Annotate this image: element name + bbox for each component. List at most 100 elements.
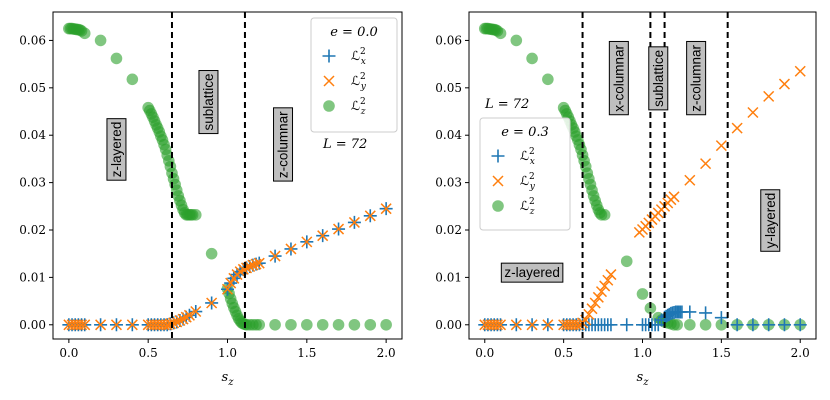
data-point [542, 319, 554, 331]
data-point [94, 34, 107, 47]
x-tick-label: 0.0 [475, 346, 494, 360]
y-tick-label: 0.01 [19, 270, 46, 284]
data-point [79, 319, 91, 331]
data-point [747, 106, 759, 119]
data-point [671, 318, 683, 331]
data-point [794, 65, 806, 77]
data-point [253, 318, 266, 331]
region-label: z-columnar [273, 107, 294, 182]
data-point [237, 263, 249, 275]
y-tick-label: 0.04 [19, 128, 46, 142]
data-point [715, 140, 727, 152]
data-point [205, 247, 218, 260]
y-tick-label: 0.03 [19, 176, 46, 190]
region-label-text: sublattice [201, 74, 216, 131]
x-tick-label: 1.0 [633, 346, 652, 360]
data-point [189, 209, 202, 221]
region-label-box [608, 40, 629, 116]
data-point [76, 319, 88, 331]
data-point [668, 191, 680, 203]
data-point [348, 216, 360, 228]
data-point [526, 319, 538, 331]
legend-marker [492, 200, 504, 212]
series-x [63, 203, 392, 331]
data-point [221, 283, 234, 295]
data-point [244, 260, 256, 273]
region-label-box [760, 189, 781, 252]
region-label-box [686, 40, 707, 116]
region-label-box [273, 107, 294, 182]
data-point [763, 90, 775, 102]
data-point [604, 318, 618, 332]
region-label-text: x-columnar [611, 44, 626, 111]
legend-title: e = 0.3 [501, 125, 549, 140]
data-point [605, 269, 617, 281]
lattice-size-label: L = 72 [322, 137, 367, 152]
data-point [644, 302, 657, 314]
legend-marker [492, 175, 504, 187]
data-point [364, 318, 377, 331]
region-label: sublattice [648, 46, 669, 111]
x-tick-label: 1.5 [297, 346, 316, 360]
data-point [110, 52, 123, 65]
data-point [161, 319, 173, 331]
y-tick-label: 0.06 [19, 33, 46, 47]
region-label: z-layered [106, 118, 127, 181]
legend-marker [322, 49, 336, 63]
region-label: z-layered [500, 262, 564, 283]
series-plus [62, 202, 393, 332]
y-tick-label: 0.04 [435, 128, 462, 142]
legend-marker [323, 75, 335, 87]
y-tick-label: 0.05 [19, 81, 46, 95]
region-label-box [648, 46, 669, 111]
data-point [171, 316, 183, 328]
data-point [247, 259, 259, 271]
region-label: z-columnar [686, 40, 707, 116]
data-point [714, 311, 728, 325]
x-axis-label: sz [637, 370, 650, 388]
data-point [684, 174, 696, 186]
region-label-box [500, 262, 564, 283]
data-point [301, 236, 313, 248]
data-point [526, 52, 538, 65]
data-point [620, 318, 634, 332]
data-point [190, 305, 202, 318]
data-point [180, 311, 192, 323]
data-point [620, 255, 633, 268]
data-point [700, 158, 712, 170]
data-point [332, 318, 345, 331]
data-point [285, 243, 297, 255]
data-point [95, 319, 107, 331]
data-point [495, 319, 507, 331]
data-point [380, 203, 392, 215]
data-point [126, 319, 138, 331]
data-point [177, 313, 189, 325]
y-tick-label: 0.03 [435, 176, 462, 190]
data-point [589, 297, 601, 309]
data-point [269, 318, 281, 331]
data-point [746, 318, 760, 332]
data-point [542, 73, 554, 86]
data-point [699, 318, 712, 331]
x-tick-label: 0.5 [139, 346, 158, 360]
data-point [592, 291, 604, 303]
y-tick-label: 0.05 [435, 81, 462, 95]
data-point [206, 297, 218, 309]
data-point [683, 305, 697, 319]
region-label-box [198, 70, 219, 135]
data-point [317, 230, 329, 242]
data-point [602, 274, 614, 286]
y-tick-label: 0.00 [435, 318, 462, 332]
data-point [586, 303, 598, 315]
data-point [110, 319, 122, 331]
data-point [78, 27, 91, 40]
y-tick-label: 0.02 [19, 223, 46, 237]
data-point [380, 318, 392, 331]
